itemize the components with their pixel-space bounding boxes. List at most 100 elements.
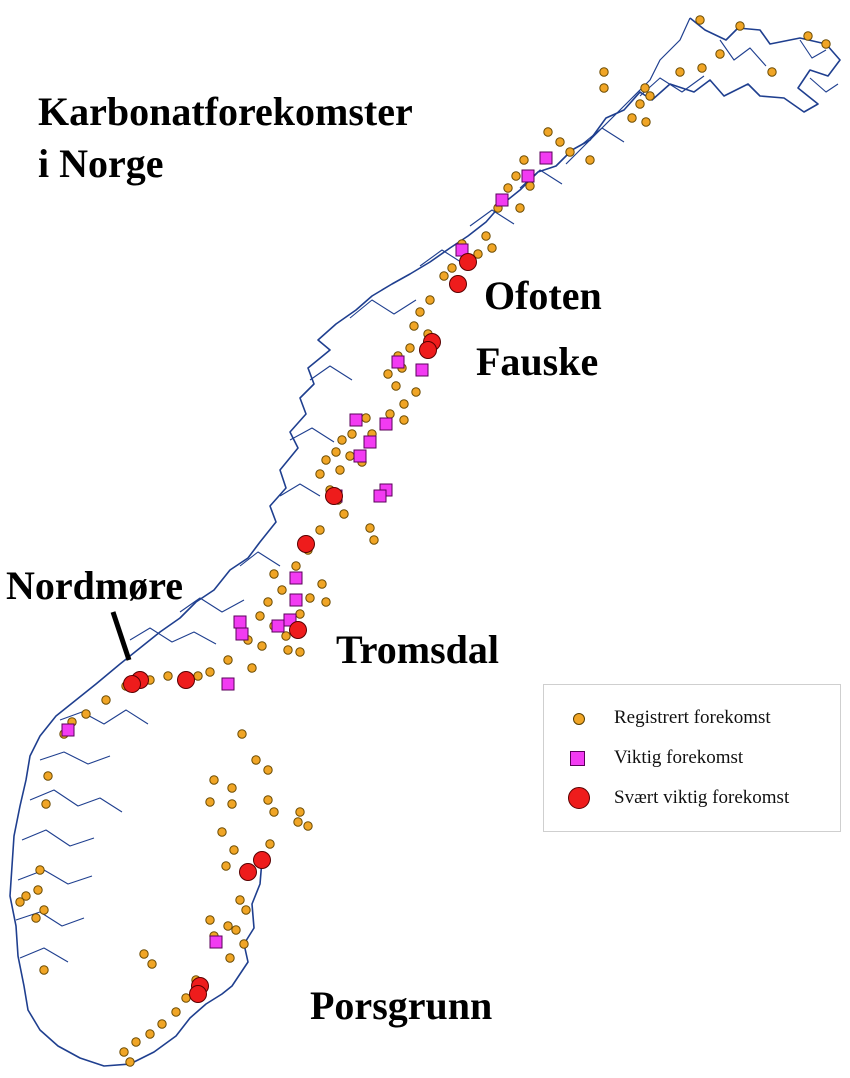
fjord-line xyxy=(289,427,335,443)
registered-deposit-marker xyxy=(411,387,421,397)
registered-deposit-marker xyxy=(503,183,513,193)
registered-deposit-marker xyxy=(223,655,233,665)
important-deposit-marker xyxy=(289,571,303,585)
registered-deposit-marker xyxy=(473,249,483,259)
registered-deposit-marker xyxy=(193,671,203,681)
fjord-line xyxy=(39,751,111,765)
registered-deposit-marker xyxy=(205,667,215,677)
registered-deposit-marker xyxy=(251,755,261,765)
registered-deposit-marker xyxy=(303,821,313,831)
important-deposit-marker xyxy=(379,417,393,431)
registered-deposit-marker xyxy=(317,579,327,589)
very-important-deposit-icon xyxy=(568,787,590,809)
registered-deposit-marker xyxy=(383,369,393,379)
registered-deposit-marker xyxy=(263,795,273,805)
registered-deposit-marker xyxy=(81,709,91,719)
registered-deposit-marker xyxy=(627,113,637,123)
region-label-porsgrunn: Porsgrunn xyxy=(310,983,493,1028)
registered-deposit-marker xyxy=(641,117,651,127)
important-deposit-marker xyxy=(495,193,509,207)
registered-deposit-marker xyxy=(35,865,45,875)
important-deposit-marker xyxy=(271,619,285,633)
registered-deposit-marker xyxy=(239,939,249,949)
registered-deposit-marker xyxy=(43,771,53,781)
registered-deposit-marker xyxy=(447,263,457,273)
registered-deposit-marker xyxy=(223,921,233,931)
registered-deposit-marker xyxy=(255,611,265,621)
map-title-line-1: Karbonatforekomster xyxy=(38,89,413,134)
registered-deposit-marker xyxy=(39,905,49,915)
registered-deposit-marker xyxy=(640,83,650,93)
registered-deposit-marker xyxy=(295,609,305,619)
coastline xyxy=(9,17,841,1067)
registered-deposit-marker xyxy=(405,343,415,353)
very-important-deposit-marker xyxy=(177,671,195,689)
registered-deposit-marker xyxy=(803,31,813,41)
fjord-line xyxy=(639,75,705,97)
legend-label-registered: Registrert forekomst xyxy=(614,707,771,728)
registered-deposit-marker xyxy=(125,1057,135,1067)
important-deposit-marker xyxy=(539,151,553,165)
fjord-line xyxy=(799,39,827,59)
very-important-deposit-marker xyxy=(123,675,141,693)
registered-deposit-marker xyxy=(347,429,357,439)
registered-deposit-marker xyxy=(409,321,419,331)
registered-deposit-icon xyxy=(573,713,585,725)
registered-deposit-marker xyxy=(599,83,609,93)
registered-deposit-marker xyxy=(147,959,157,969)
legend-label-very-important: Svært viktig forekomst xyxy=(614,787,790,808)
fjord-line xyxy=(17,869,93,885)
important-deposit-marker xyxy=(61,723,75,737)
registered-deposit-marker xyxy=(139,949,149,959)
registered-deposit-marker xyxy=(295,647,305,657)
registered-deposit-marker xyxy=(157,1019,167,1029)
fjord-line xyxy=(239,551,281,567)
very-important-deposit-marker xyxy=(325,487,343,505)
important-deposit-marker xyxy=(373,489,387,503)
registered-deposit-marker xyxy=(519,155,529,165)
registered-deposit-marker xyxy=(283,645,293,655)
registered-deposit-marker xyxy=(227,799,237,809)
registered-deposit-marker xyxy=(181,993,191,1003)
registered-deposit-marker xyxy=(599,67,609,77)
registered-deposit-marker xyxy=(209,775,219,785)
registered-deposit-marker xyxy=(205,797,215,807)
registered-deposit-marker xyxy=(331,447,341,457)
fjord-line xyxy=(19,947,69,963)
registered-deposit-marker xyxy=(675,67,685,77)
important-deposit-icon xyxy=(570,751,585,766)
important-deposit-marker xyxy=(209,935,223,949)
fjord-line xyxy=(309,365,353,381)
very-important-deposit-marker xyxy=(419,341,437,359)
registered-deposit-marker xyxy=(277,585,287,595)
region-label-fauske: Fauske xyxy=(476,339,599,384)
registered-deposit-marker xyxy=(585,155,595,165)
fjord-line xyxy=(179,597,245,613)
registered-deposit-marker xyxy=(645,91,655,101)
deposit-markers xyxy=(15,15,831,1067)
registered-deposit-marker xyxy=(321,455,331,465)
important-deposit-marker xyxy=(521,169,535,183)
fjord-line xyxy=(29,789,123,813)
registered-deposit-marker xyxy=(339,509,349,519)
map-title: Karbonatforekomster i Norge xyxy=(38,86,413,190)
registered-deposit-marker xyxy=(33,885,43,895)
registered-deposit-marker xyxy=(635,99,645,109)
important-deposit-marker xyxy=(353,449,367,463)
legend-label-important: Viktig forekomst xyxy=(614,747,744,768)
important-deposit-marker xyxy=(363,435,377,449)
very-important-deposit-marker xyxy=(253,851,271,869)
important-deposit-marker xyxy=(391,355,405,369)
fjord-line xyxy=(469,209,515,227)
registered-deposit-marker xyxy=(15,897,25,907)
important-deposit-marker xyxy=(233,615,247,629)
registered-deposit-marker xyxy=(543,127,553,137)
registered-deposit-marker xyxy=(425,295,435,305)
fjord-line xyxy=(419,249,465,267)
very-important-deposit-marker xyxy=(297,535,315,553)
registered-deposit-marker xyxy=(293,817,303,827)
legend-item-important: Viktig forekomst xyxy=(544,743,743,773)
registered-deposit-marker xyxy=(315,469,325,479)
registered-deposit-marker xyxy=(31,913,41,923)
registered-deposit-marker xyxy=(231,925,241,935)
